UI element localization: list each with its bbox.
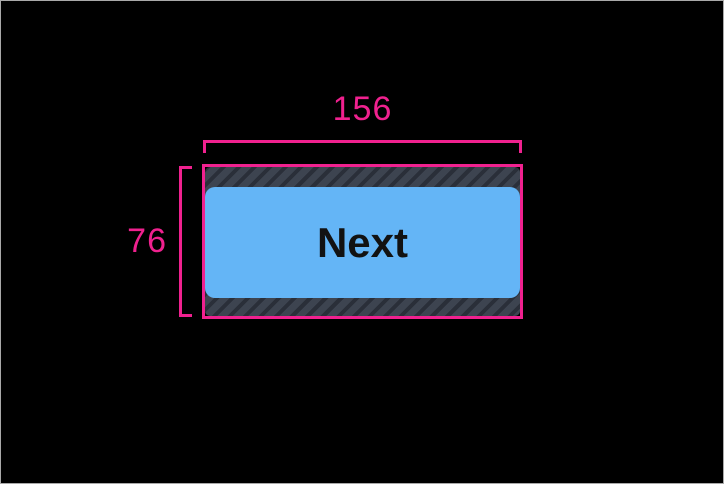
next-button-label: Next [316,218,409,266]
width-dimension-label: 156 [332,90,393,128]
width-measurement-bracket [203,140,522,153]
next-button[interactable]: Next [205,187,520,298]
widget-bounds-outline: Next [202,164,523,319]
height-dimension-label: 76 [127,222,167,260]
height-measurement-bracket [179,166,192,317]
